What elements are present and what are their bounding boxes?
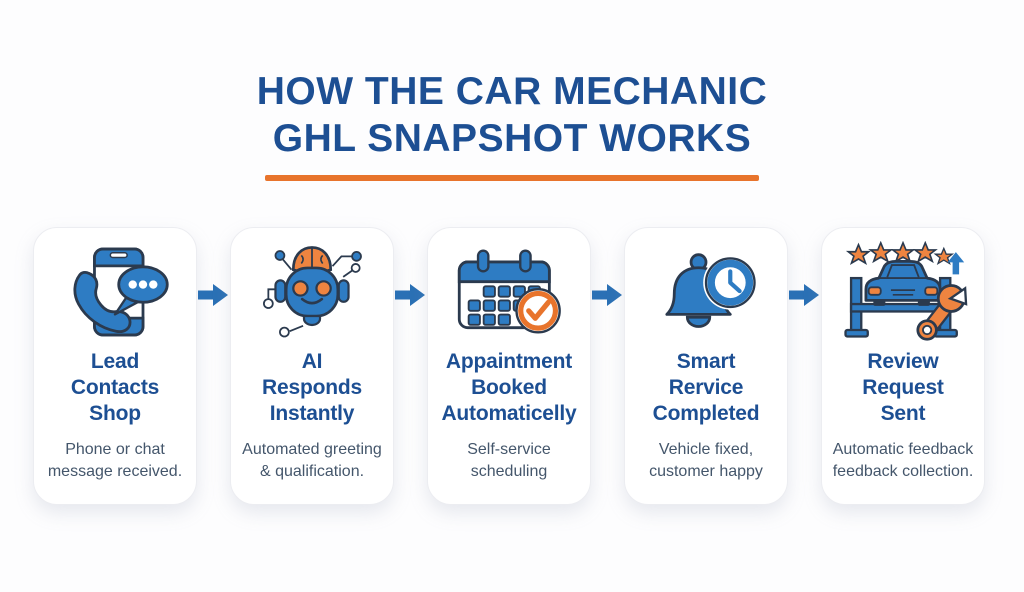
step-title-line: Smart <box>676 350 736 373</box>
step-title: AI Responds Instantly <box>262 349 362 427</box>
step-subtitle: Automatic feedback feedback collection. <box>832 441 974 480</box>
page-title-line1: HOW THE CAR MECHANIC <box>256 70 768 113</box>
step-card-smart-service: Smart Rervice Completed Vehicle fixed, c… <box>624 227 788 505</box>
flow-arrow-icon <box>394 283 427 307</box>
step-card-review-request: Review Request Sent Automatic feedback f… <box>821 227 985 505</box>
step-subtitle: Self-service scheduling <box>467 441 551 480</box>
step-title: Lead Contacts Shop <box>71 349 159 427</box>
step-title-line: Sent <box>880 402 926 425</box>
step-card-lead-contacts: Lead Contacts Shop Phone or chat message… <box>33 227 197 505</box>
step-card-appointment-booked: Appaintment Booked Automaticelly Self-se… <box>427 227 591 505</box>
step-title-line: Request <box>862 376 944 399</box>
step-title-line: Responds <box>262 376 362 399</box>
flow-arrow-icon <box>788 283 821 307</box>
step-subtitle: Automated greeting & qualification. <box>242 441 382 480</box>
flow-arrow-icon <box>591 283 624 307</box>
page-title-line2: GHL SNAPSHOT WORKS <box>272 117 752 160</box>
step-title-line: AI <box>301 350 323 373</box>
steps-row: Lead Contacts Shop Phone or chat message… <box>33 227 985 505</box>
step-card-ai-responds: AI Responds Instantly Automated greeting… <box>230 227 394 505</box>
calendar-check-icon <box>428 241 590 343</box>
ai-robot-icon <box>231 241 393 343</box>
car-lift-wrench-icon <box>822 241 984 343</box>
step-title-line: Review <box>867 350 939 373</box>
step-title-line: Instantly <box>269 402 355 425</box>
step-title-line: Contacts <box>70 376 160 399</box>
step-title: Review Request Sent <box>862 349 944 427</box>
step-title-line: Appaintment <box>445 350 573 373</box>
header: HOW THE CAR MECHANIC GHL SNAPSHOT WORKS <box>0 68 1024 181</box>
step-title: Appaintment Booked Automaticelly <box>441 349 576 427</box>
bell-clock-icon <box>625 241 787 343</box>
step-title-line: Shop <box>89 402 141 425</box>
flow-arrow-icon <box>197 283 230 307</box>
step-subtitle: Vehicle fixed, customer happy <box>649 441 763 480</box>
step-title-line: Automaticelly <box>441 402 577 425</box>
phone-chat-icon <box>34 241 196 343</box>
step-title-line: Booked <box>471 376 547 399</box>
step-title-line: Lead <box>90 350 140 373</box>
title-underline <box>265 175 759 181</box>
step-title: Smart Rervice Completed <box>653 349 760 427</box>
step-title-line: Completed <box>652 402 760 425</box>
step-subtitle: Phone or chat message received. <box>47 441 183 480</box>
step-title-line: Rervice <box>668 376 744 399</box>
